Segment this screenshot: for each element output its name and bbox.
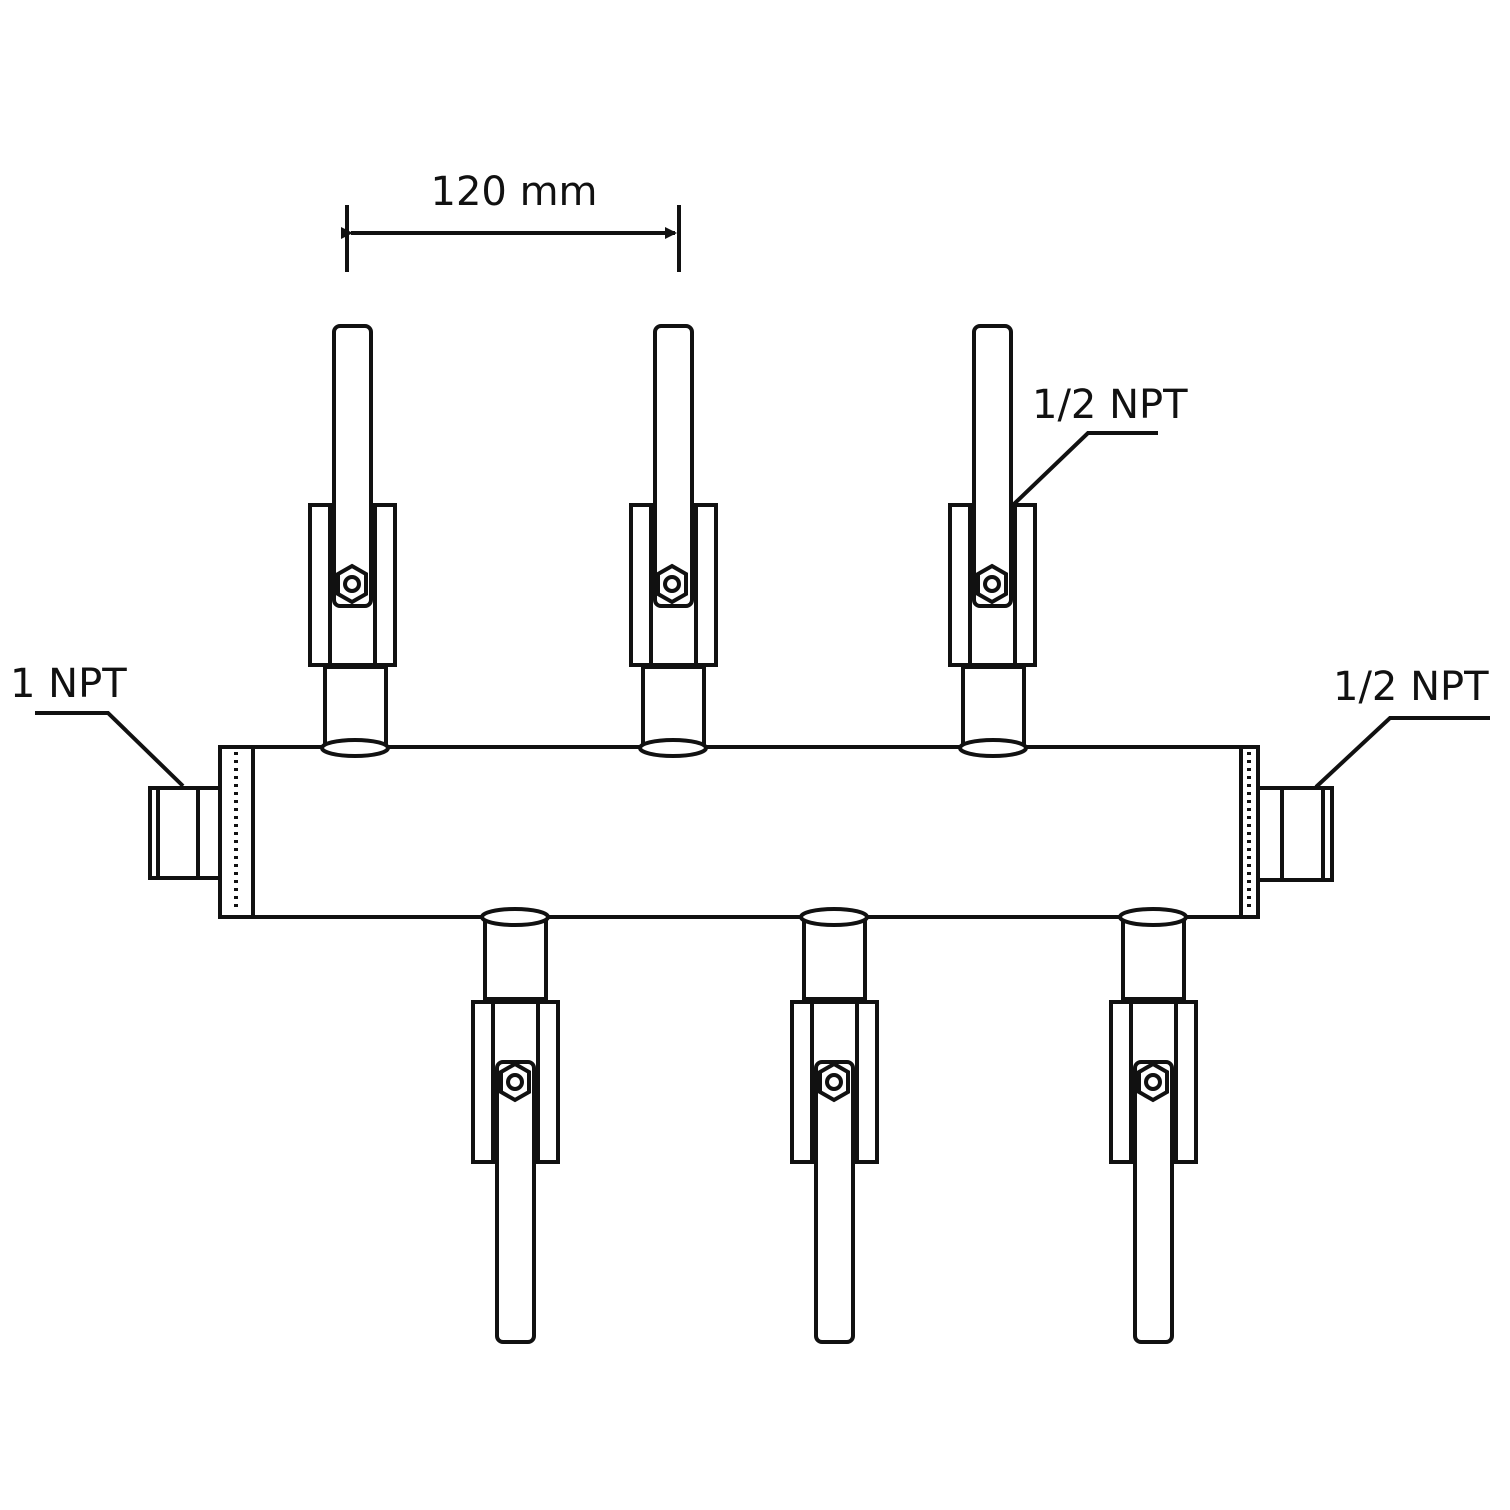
valve-handle [1133,1060,1174,1344]
valve-nut-icon [1137,1061,1169,1103]
valve-nut-icon [818,1061,850,1103]
label-inlet: 1 NPT [10,661,127,707]
callout-inlet: 1 NPT [10,661,185,788]
outlet-fitting-right [1256,786,1334,882]
leader-line-inlet [35,711,185,788]
callout-outlet: 1/2 NPT [1314,664,1490,789]
top-branch-1 [308,324,397,758]
branch-nipple [641,665,706,749]
branch-weld [958,738,1028,758]
manifold-body [218,745,1260,919]
bottom-branch-2 [790,907,879,1344]
top-branch-2 [629,324,718,758]
dimension-120mm: 120 mm [341,169,681,272]
valve-nut-icon [976,563,1008,605]
branch-weld [320,738,390,758]
valve-screw-icon [825,1073,843,1091]
valve-screw-icon [343,575,361,593]
valve-nut-icon [656,563,688,605]
branch-nipple [1121,915,1186,1001]
leader-line-branch [1010,431,1158,508]
inlet-thread [148,786,222,880]
branch-nipple [483,915,548,1001]
leader-line-outlet [1314,716,1490,789]
valve-handle [972,324,1013,608]
label-outlet: 1/2 NPT [1333,664,1489,710]
dimension-label: 120 mm [431,169,598,215]
valve-handle [495,1060,536,1344]
label-branch: 1/2 NPT [1032,382,1188,428]
manifold-tube [251,745,1243,919]
branch-weld [480,907,550,927]
branch-weld [799,907,869,927]
valve-nut-icon [336,563,368,605]
valve-handle [653,324,694,608]
branch-nipple [802,915,867,1001]
top-branch-3 [948,324,1037,758]
outlet-thread [1256,786,1334,882]
valve-screw-icon [506,1073,524,1091]
bottom-branch-1 [471,907,560,1344]
valve-nut-icon [499,1061,531,1103]
valve-screw-icon [663,575,681,593]
valve-handle [332,324,373,608]
inlet-fitting-left [148,786,222,880]
valve-handle [814,1060,855,1344]
branch-nipple [961,665,1026,749]
branch-weld [638,738,708,758]
branch-nipple [323,665,388,749]
callout-branch: 1/2 NPT [1010,382,1188,508]
valve-screw-icon [1144,1073,1162,1091]
branch-weld [1118,907,1188,927]
valve-screw-icon [983,575,1001,593]
bottom-branch-3 [1109,907,1198,1344]
